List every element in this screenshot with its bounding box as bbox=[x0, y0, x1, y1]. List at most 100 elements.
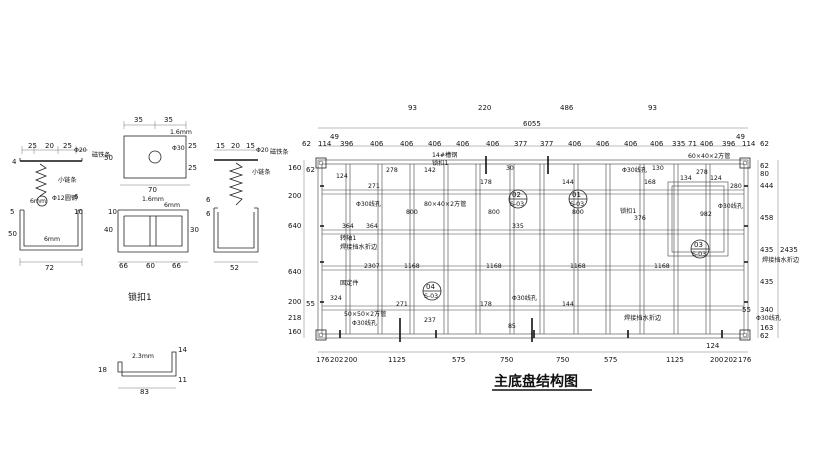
annotation: 60×40×2方管 bbox=[688, 152, 730, 160]
callout-number: 03 bbox=[694, 241, 703, 249]
top-dim: 396 bbox=[340, 140, 354, 148]
inner-dim: 130 bbox=[652, 165, 664, 172]
top-dim: 377 bbox=[514, 140, 527, 148]
top-dim: 406 bbox=[370, 140, 384, 148]
detail-a-dim: 20 bbox=[45, 142, 54, 150]
top-chain: 49 bbox=[736, 133, 745, 141]
bottom-dim: 202 bbox=[330, 356, 343, 364]
annotation: 14#槽钢 bbox=[432, 151, 457, 159]
annotation: 锁扣1 bbox=[432, 159, 448, 167]
detail-b-dim: 40 bbox=[104, 226, 113, 234]
inner-dim: 30 bbox=[506, 165, 514, 172]
inner-dim: 1168 bbox=[570, 263, 586, 270]
inner-dim: 800 bbox=[406, 209, 418, 216]
left-dim: 160 bbox=[288, 164, 301, 172]
detail-b-dim: 30 bbox=[190, 226, 199, 234]
right-dim: 340 bbox=[760, 306, 773, 314]
inner-dim: 1168 bbox=[654, 263, 670, 270]
inner-dim: 271 bbox=[368, 183, 380, 190]
detail-a-hole: Φ20 bbox=[74, 147, 87, 154]
detail-a-chain-label: 小链条 bbox=[58, 176, 77, 184]
detail-d-dim: 14 bbox=[178, 346, 187, 354]
top-dim: 406 bbox=[568, 140, 582, 148]
detail-d-dim: 18 bbox=[98, 366, 107, 374]
bottom-dim: 202 bbox=[724, 356, 737, 364]
top-dim: 71 bbox=[688, 140, 697, 148]
callout-02: 02 S-03 bbox=[508, 189, 528, 209]
total-width: 6055 bbox=[523, 120, 541, 128]
top-pos: 93 bbox=[648, 104, 657, 112]
inner-dim: 2307 bbox=[364, 263, 380, 270]
callout-number: 04 bbox=[426, 283, 435, 291]
detail-a: 25 20 25 Φ20 磁铁条 4 小链条 Φ12圆钢 6 5 10 6mm … bbox=[8, 142, 111, 272]
detail-b-dim: 66 bbox=[172, 262, 181, 270]
top-chain: 49 bbox=[330, 133, 339, 141]
detail-a-dim: 10 bbox=[74, 208, 83, 216]
top-dim: 62 bbox=[302, 140, 311, 148]
left-small: 55 bbox=[306, 300, 315, 308]
left-dim: 160 bbox=[288, 328, 301, 336]
detail-b-dim: 70 bbox=[148, 186, 157, 194]
detail-b-plate2: 1.6mm bbox=[142, 196, 164, 203]
lock-title: 锁扣1 bbox=[128, 291, 152, 303]
right-small: 55 bbox=[742, 306, 751, 314]
detail-b-dim: 10 bbox=[108, 208, 117, 216]
callout-ref: S-03 bbox=[692, 251, 706, 258]
right-dim: 62 bbox=[760, 332, 769, 340]
annotation: 焊接挡水折边 bbox=[340, 243, 378, 251]
annotation: 转轴1 bbox=[340, 234, 356, 242]
inner-dim: 1168 bbox=[404, 263, 420, 270]
bottom-dim: 575 bbox=[604, 356, 617, 364]
callout-ref: S-03 bbox=[424, 293, 438, 300]
detail-a-ring: Φ12圆钢 bbox=[52, 194, 77, 202]
detail-c-dim: 15 bbox=[246, 142, 255, 150]
right-dimensions: 62 80 444 458 435 2435 435 55 340 163 62 bbox=[742, 160, 798, 340]
detail-b-dim: 66 bbox=[119, 262, 128, 270]
left-dim: 200 bbox=[288, 192, 301, 200]
callout-ref: S-03 bbox=[510, 201, 524, 208]
detail-a-iron-label: 磁铁条 bbox=[92, 151, 111, 159]
top-dim: 335 bbox=[672, 140, 685, 148]
annotation: 50×50×2方管 bbox=[344, 310, 386, 318]
annotation: 焊接挡水折边 bbox=[624, 314, 662, 322]
bottom-dim: 200 bbox=[710, 356, 723, 364]
top-dim: 406 bbox=[650, 140, 664, 148]
detail-b: 35 35 1.6mm Φ30 50 25 25 70 1.6mm 6mm 10… bbox=[104, 116, 199, 270]
bottom-dim: 750 bbox=[556, 356, 569, 364]
bottom-dim: 575 bbox=[452, 356, 465, 364]
detail-c-dim: 6 bbox=[206, 196, 211, 204]
detail-b-plate: 1.6mm bbox=[170, 129, 192, 136]
callout-number: 01 bbox=[572, 191, 581, 199]
annotation: Φ30线孔 bbox=[718, 202, 743, 210]
detail-c-width: 52 bbox=[230, 264, 239, 272]
annotation: Φ30线孔 bbox=[756, 314, 781, 322]
right-dim: 458 bbox=[760, 214, 773, 222]
bottom-dimensions: 124 176 202 200 1125 575 750 750 575 112… bbox=[316, 342, 752, 364]
inner-dim: 364 bbox=[342, 223, 354, 230]
top-dim: 406 bbox=[456, 140, 470, 148]
left-small: 62 bbox=[306, 166, 315, 174]
bottom-dim: 750 bbox=[500, 356, 513, 364]
detail-a-dim: 4 bbox=[12, 158, 17, 166]
main-title: 主底盘结构图 bbox=[494, 373, 578, 390]
inner-dim: 124 bbox=[336, 173, 348, 180]
annotation: 焊接挡水折边 bbox=[762, 256, 800, 264]
top-dim: 406 bbox=[486, 140, 500, 148]
inner-dim: 134 bbox=[680, 175, 692, 182]
inner-dim: 364 bbox=[366, 223, 378, 230]
detail-a-dim: 50 bbox=[8, 230, 17, 238]
top-pos: 486 bbox=[560, 104, 574, 112]
inner-dim: 278 bbox=[386, 167, 398, 174]
right-small: 80 bbox=[760, 170, 769, 178]
inner-dim: 271 bbox=[396, 301, 408, 308]
detail-b-hole: Φ30 bbox=[172, 145, 185, 152]
bottom-dim: 1125 bbox=[666, 356, 684, 364]
inner-dim: 124 bbox=[710, 175, 722, 182]
right-dim: 163 bbox=[760, 324, 773, 332]
detail-b-dim: 25 bbox=[188, 164, 197, 172]
top-dim: 406 bbox=[700, 140, 714, 148]
bottom-dim: 200 bbox=[344, 356, 357, 364]
detail-c-hole: Φ20 bbox=[256, 147, 269, 154]
detail-d: 2.3mm 14 18 11 83 bbox=[98, 346, 187, 396]
detail-b-thickness: 6mm bbox=[164, 202, 180, 209]
